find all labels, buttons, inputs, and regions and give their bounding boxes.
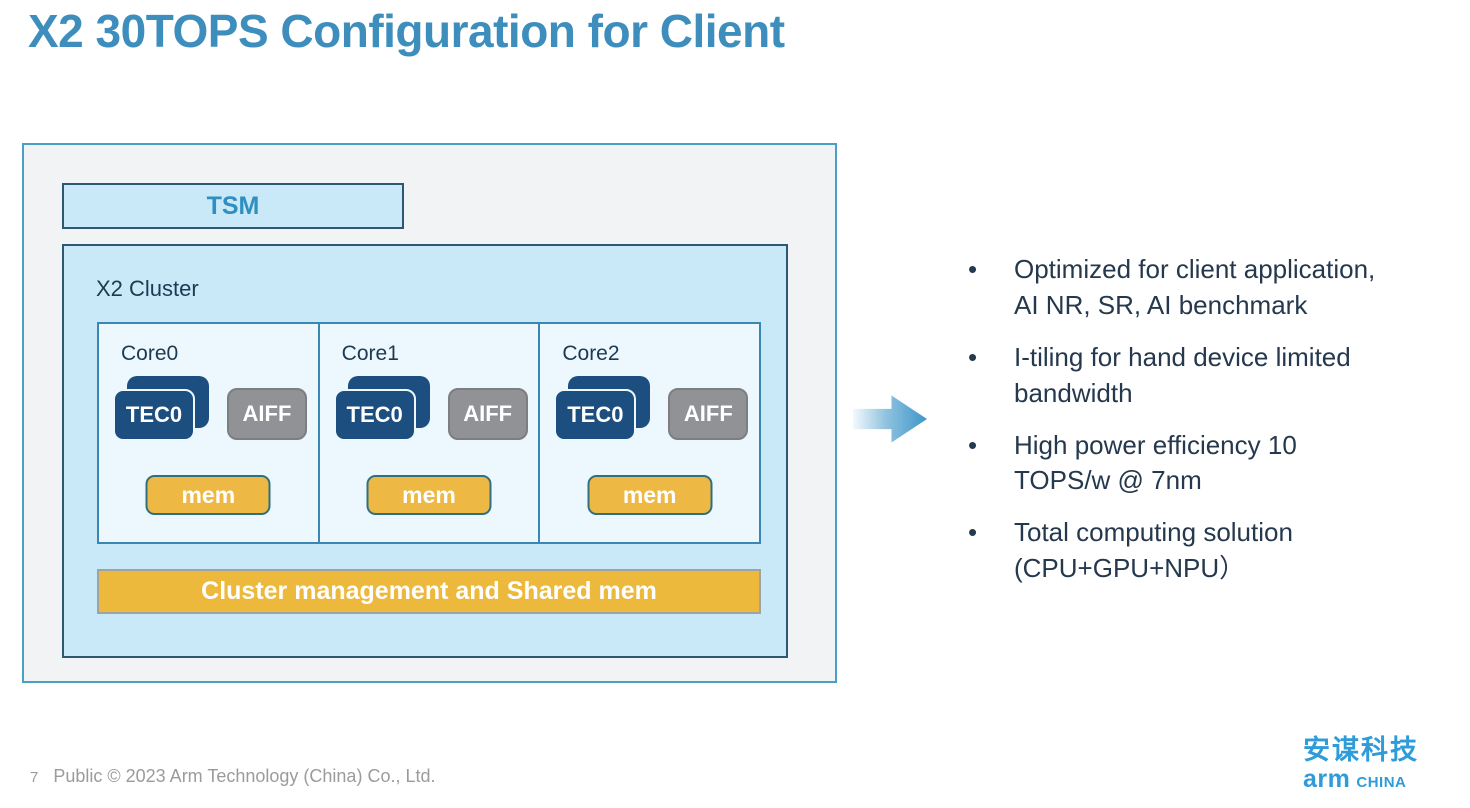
bullet-dot-icon: • xyxy=(968,341,978,372)
bullet-item: • Optimized for client application, AI N… xyxy=(968,252,1470,324)
page-number: 7 xyxy=(30,769,39,786)
core2-chip-row: TEC0 AIFF xyxy=(554,376,759,441)
core1-mem-label: mem xyxy=(402,481,456,508)
slide-footer: 7 Public © 2023 Arm Technology (China) C… xyxy=(30,766,435,787)
core2-label: Core2 xyxy=(562,342,620,365)
core1-tec-block: TEC0 xyxy=(333,389,416,441)
logo-latin-text: arm CHINA xyxy=(1303,765,1419,794)
core2-mem-label: mem xyxy=(622,481,677,508)
tsm-label: TSM xyxy=(206,191,260,220)
bullet-dot-icon: • xyxy=(968,429,978,460)
core0-tec-label: TEC0 xyxy=(125,402,183,427)
core1-chip-row: TEC0 AIFF xyxy=(333,376,539,441)
copyright-text: Public © 2023 Arm Technology (China) Co.… xyxy=(53,766,436,786)
core0-aiff-block: AIFF xyxy=(227,388,307,440)
core1-label: Core1 xyxy=(341,342,399,365)
cores-row: Core0 TEC0 AIFF mem xyxy=(97,322,762,544)
bullet-dot-icon: • xyxy=(968,517,978,548)
core1-mem-block: mem xyxy=(366,475,492,515)
cluster-label: X2 Cluster xyxy=(96,276,199,301)
core0-tec-stack: TEC0 xyxy=(113,376,209,441)
core0-label: Core0 xyxy=(121,342,179,365)
page-title: X2 30TOPS Configuration for Client xyxy=(28,5,785,57)
core1-tec-stack: TEC0 xyxy=(333,376,430,441)
core2-aiff-block: AIFF xyxy=(668,388,749,440)
arm-china-logo: 安谋科技 arm CHINA xyxy=(1303,736,1419,794)
soc-outer-box: TSM X2 Cluster Core0 TEC0 AIFF xyxy=(22,143,837,683)
core1-aiff-label: AIFF xyxy=(463,401,513,426)
core2-box: Core2 TEC0 AIFF mem xyxy=(538,322,762,544)
tsm-block: TSM xyxy=(62,183,404,229)
bullet-item: • I-tiling for hand device limited bandw… xyxy=(968,340,1470,412)
bullet-item: • High power efficiency 10 TOPS/w @ 7nm xyxy=(968,428,1470,500)
core0-box: Core0 TEC0 AIFF mem xyxy=(97,322,320,544)
logo-china-wordmark: CHINA xyxy=(1356,774,1407,792)
core0-mem-label: mem xyxy=(181,481,236,508)
bullet-text: I-tiling for hand device limited bandwid… xyxy=(1014,341,1351,408)
core1-tec-label: TEC0 xyxy=(346,402,403,427)
bullet-dot-icon: • xyxy=(968,254,978,284)
core2-tec-stack: TEC0 xyxy=(554,376,651,441)
bullet-text: High power efficiency 10 TOPS/w @ 7nm xyxy=(1014,429,1297,496)
cluster-bar-label: Cluster management and Shared mem xyxy=(201,577,657,605)
core2-mem-block: mem xyxy=(587,475,713,515)
core0-mem-block: mem xyxy=(145,475,271,515)
logo-arm-wordmark: arm xyxy=(1303,765,1351,794)
cluster-management-bar: Cluster management and Shared mem xyxy=(97,569,761,614)
core2-tec-label: TEC0 xyxy=(567,402,624,427)
bullet-text: Total computing solution (CPU+GPU+NPU） xyxy=(1014,517,1293,584)
bullet-item: • Total computing solution (CPU+GPU+NPU） xyxy=(968,515,1470,587)
core0-aiff-label: AIFF xyxy=(242,401,292,426)
logo-chinese-text: 安谋科技 xyxy=(1303,735,1419,765)
core0-tec-block: TEC0 xyxy=(113,389,195,441)
x2-cluster-box: X2 Cluster Core0 TEC0 AIFF xyxy=(62,244,788,658)
right-arrow-icon xyxy=(853,395,927,443)
bullet-text: Optimized for client application, AI NR,… xyxy=(1014,254,1376,320)
core0-chip-row: TEC0 AIFF xyxy=(113,376,318,441)
core2-tec-block: TEC0 xyxy=(554,389,637,441)
feature-bullet-list: • Optimized for client application, AI N… xyxy=(968,252,1470,603)
core1-aiff-block: AIFF xyxy=(447,388,528,440)
core1-box: Core1 TEC0 AIFF mem xyxy=(317,322,541,544)
core2-aiff-label: AIFF xyxy=(683,401,733,426)
